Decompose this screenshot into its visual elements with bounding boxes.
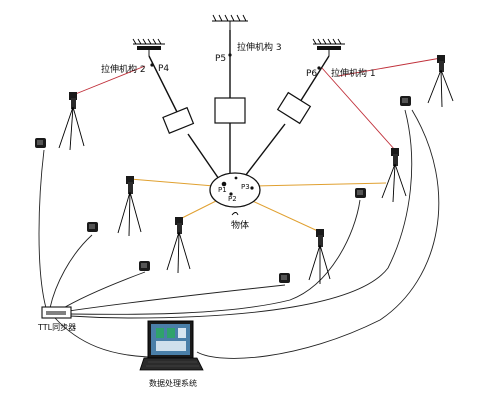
label-p5: P5 xyxy=(215,54,226,64)
ceiling-mount-icon xyxy=(132,38,165,56)
camera-cables xyxy=(38,109,440,359)
label-p2: P2 xyxy=(228,195,237,203)
label-mechanism-1: 拉伸机构 1 xyxy=(331,67,376,79)
label-p4: P4 xyxy=(158,64,169,74)
label-mechanism-3: 拉伸机构 3 xyxy=(237,41,282,53)
ceiling-mount-icon xyxy=(212,14,248,30)
marker-p2 xyxy=(229,192,233,196)
marker-p3 xyxy=(250,186,254,190)
label-p1: P1 xyxy=(218,186,227,194)
sightline-orange xyxy=(245,197,321,233)
video-camera-icon xyxy=(35,138,46,148)
label-ttl-sync: TTL同步器 xyxy=(37,323,76,332)
label-mechanism-2: 拉伸机构 2 xyxy=(101,63,146,75)
object-body xyxy=(209,172,261,216)
sightline-red xyxy=(72,65,146,96)
video-camera-icon xyxy=(139,261,150,271)
sightline-orange xyxy=(253,182,387,187)
video-camera-icon xyxy=(355,188,366,198)
sightline-orange xyxy=(129,178,215,187)
ttl-sync-box xyxy=(41,306,72,319)
label-p3: P3 xyxy=(241,183,250,191)
sightline-red xyxy=(337,57,442,77)
marker-p1 xyxy=(221,181,227,187)
label-object: 物体 xyxy=(231,219,249,231)
camera-tripod-icon xyxy=(166,217,191,274)
laptop-icon xyxy=(139,320,204,371)
sightline-red xyxy=(321,67,396,151)
camera-tripod-icon xyxy=(381,148,407,203)
camera-tripod-icon xyxy=(117,176,142,237)
camera-tripod-icon xyxy=(308,229,331,284)
camera-tripod-icon xyxy=(427,55,454,108)
video-camera-icon xyxy=(279,273,290,283)
tension-rod-2 xyxy=(148,55,222,183)
label-data-system: 数据处理系统 xyxy=(149,378,197,388)
video-camera-icon xyxy=(400,96,411,106)
camera-tripod-icon xyxy=(58,92,85,151)
sightline-orange xyxy=(177,197,223,221)
tension-rod-1 xyxy=(241,55,330,181)
tension-rod-3 xyxy=(214,30,246,175)
label-p6: P6 xyxy=(306,69,317,79)
video-camera-icon xyxy=(87,222,98,232)
ceiling-mount-icon xyxy=(312,38,345,56)
